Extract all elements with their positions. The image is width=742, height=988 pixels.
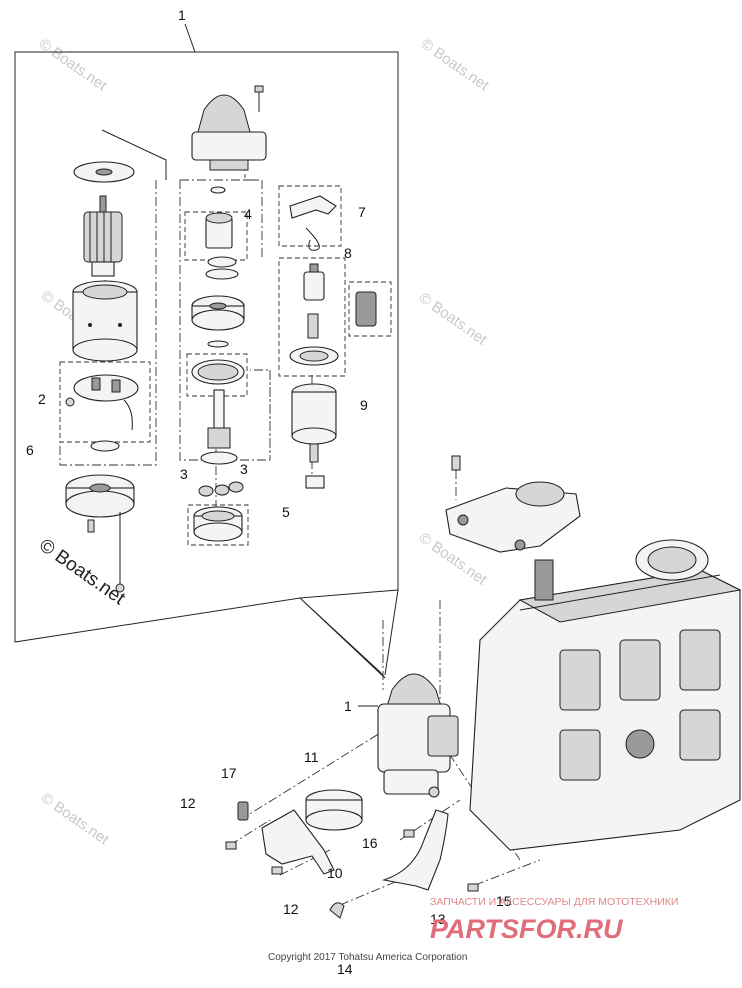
watermark: © Boats.net: [418, 35, 493, 94]
callout-12b: 12: [283, 901, 299, 917]
branding: ЗАПЧАСТИ И АКСЕССУАРЫ ДЛЯ МОТОТЕХНИКИ PA…: [268, 896, 678, 963]
boot-icon: [329, 902, 345, 919]
solenoid-icon: [291, 383, 337, 489]
callout-1-top: 1: [178, 7, 186, 23]
assembled-starter-motor: [377, 673, 459, 798]
end-plate-icon: [73, 161, 135, 183]
callout-9: 9: [360, 397, 368, 413]
callout-16: 16: [362, 835, 378, 851]
ring-icon: [207, 340, 229, 348]
frame-outline: [14, 51, 399, 679]
exploded-view-frame: [14, 23, 399, 707]
callout-10: 10: [327, 865, 343, 881]
callout-12a: 12: [180, 795, 196, 811]
callout-7: 7: [358, 204, 366, 220]
terminal-icon: [237, 801, 249, 821]
planet-gear-icon: [198, 481, 244, 497]
yoke-housing-icon: [72, 280, 138, 362]
bolt-icon: [254, 85, 264, 112]
callout-4: 4: [244, 206, 252, 222]
frame-slant: [101, 129, 167, 180]
brush-holder-icon: [73, 374, 139, 431]
cable-icon: [381, 809, 449, 891]
callout-3a: 3: [180, 466, 188, 482]
callout-14: 14: [337, 961, 353, 977]
brand-name: PARTSFOR.RU: [430, 914, 624, 944]
frame-leader: [384, 589, 399, 676]
copyright-text: Copyright 2017 Tohatsu America Corporati…: [268, 952, 467, 963]
brand-tagline: ЗАПЧАСТИ И АКСЕССУАРЫ ДЛЯ МОТОТЕХНИКИ: [430, 896, 678, 908]
exploded-left-column: [65, 161, 139, 593]
band-icon: [305, 789, 363, 831]
pinion-gear-icon: [205, 186, 233, 249]
bolt-icon: [225, 829, 479, 892]
callout-6: 6: [26, 442, 34, 458]
callout-3b: 3: [240, 461, 248, 477]
gear-ring-icon: [191, 359, 245, 385]
through-bolt-icon: [115, 512, 125, 593]
shaft-icon: [200, 389, 238, 465]
screw-icon: [87, 519, 95, 533]
watermark: © Boats.net: [36, 35, 111, 94]
bolt-icon: [65, 397, 75, 407]
callouts: 1 2 3 3 4 5 6 7 8 9 1 10 11 12 12 13 14 …: [26, 7, 512, 977]
mounting-plate-icon: [445, 455, 581, 553]
exploded-right-column: [289, 195, 377, 489]
bracket-icon: [261, 809, 335, 875]
lever-icon: [289, 195, 337, 251]
callout-17: 17: [221, 765, 237, 781]
starter-motor-icon: [191, 94, 267, 171]
cover-clip-icon: [355, 291, 377, 327]
gasket-icon: [289, 346, 339, 366]
callout-13: 13: [430, 911, 446, 927]
callout-1-main: 1: [344, 698, 352, 714]
spring-icon: [307, 313, 319, 339]
callout-11: 11: [304, 749, 319, 765]
spring-icon: [205, 256, 239, 280]
watermark: © Boats.net: [416, 289, 491, 348]
washer-icon: [90, 440, 120, 452]
rear-cover-icon: [65, 474, 135, 518]
starter-motor-icon: [385, 673, 443, 711]
callout-15: 15: [496, 893, 512, 909]
watermark-main: © Boats.net: [35, 535, 129, 610]
callout-8: 8: [344, 245, 352, 261]
exploded-middle-column: [191, 85, 267, 542]
callout-leader-1-top: [184, 23, 196, 53]
plunger-icon: [303, 263, 325, 301]
engine-block-icon: [469, 539, 742, 851]
armature-icon: [83, 195, 123, 277]
watermark: © Boats.net: [38, 789, 113, 848]
internal-gear-icon: [193, 506, 243, 542]
callout-5: 5: [282, 504, 290, 520]
mounting-hardware: [225, 789, 479, 919]
clutch-icon: [191, 295, 245, 331]
callout-2: 2: [38, 391, 46, 407]
